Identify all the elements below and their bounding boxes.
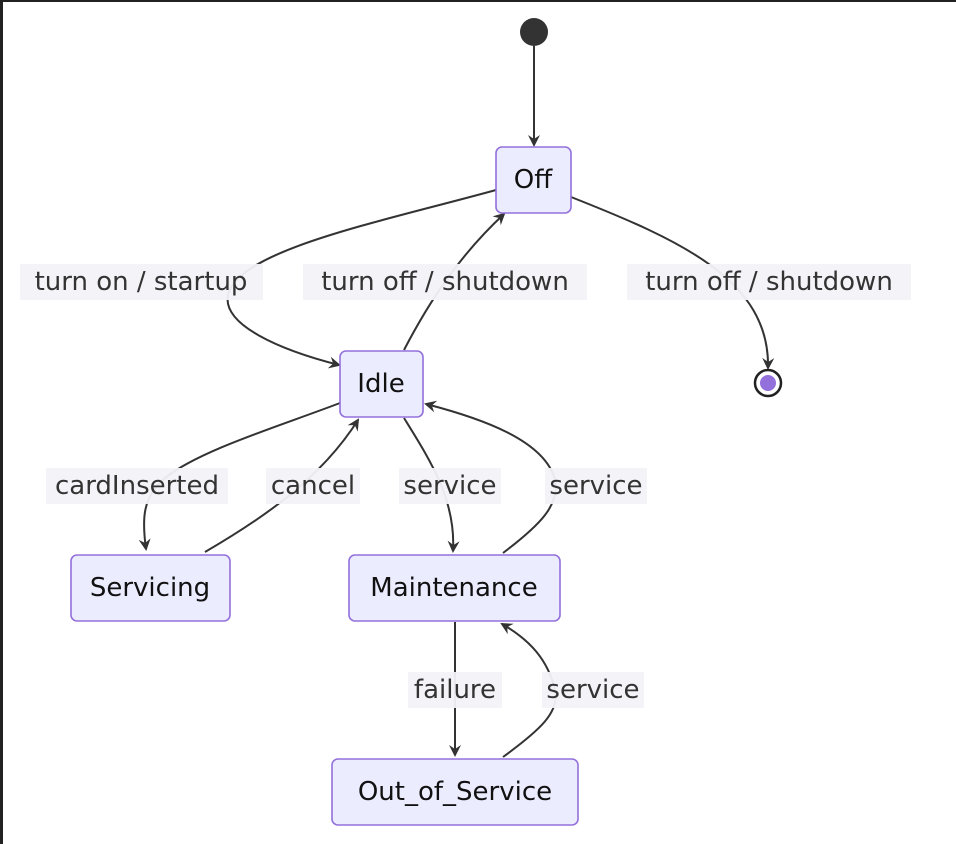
svg-text:Idle: Idle (357, 369, 404, 399)
edge-label-idle-to-off: turn off / shutdown (303, 264, 587, 300)
end-node (753, 368, 783, 398)
edges (138, 46, 775, 758)
frame-left-border (0, 0, 3, 844)
edge-label-maintenance-to-out: failure (408, 672, 502, 708)
edge-label-idle-to-servicing: cardInserted (46, 468, 228, 504)
svg-text:service: service (546, 675, 639, 705)
edge-label-maintenance-to-idle: service (545, 468, 647, 504)
svg-text:Off: Off (514, 165, 553, 195)
svg-text:failure: failure (414, 675, 496, 705)
state-out-of-service: Out_of_Service (331, 758, 579, 826)
svg-text:cancel: cancel (271, 471, 355, 501)
svg-text:Out_of_Service: Out_of_Service (358, 777, 552, 807)
edge-label-off-to-end: turn off / shutdown (627, 264, 911, 300)
svg-text:turn on / startup: turn on / startup (35, 267, 248, 297)
svg-text:turn off / shutdown: turn off / shutdown (321, 267, 569, 297)
edge-label-out-to-maintenance: service (542, 672, 644, 708)
state-servicing: Servicing (70, 554, 231, 622)
svg-text:cardInserted: cardInserted (55, 471, 219, 501)
state-maintenance: Maintenance (348, 554, 561, 622)
frame-top-border (0, 0, 956, 2)
edge-labels: turn on / startup turn off / shutdown tu… (20, 264, 911, 708)
svg-text:service: service (403, 471, 496, 501)
svg-text:turn off / shutdown: turn off / shutdown (645, 267, 893, 297)
edge-label-servicing-to-idle: cancel (266, 468, 360, 504)
svg-text:service: service (549, 471, 642, 501)
svg-text:Servicing: Servicing (90, 573, 210, 603)
edge-label-idle-to-maintenance: service (399, 468, 501, 504)
svg-text:Maintenance: Maintenance (370, 573, 537, 603)
start-node (520, 18, 548, 46)
edge-label-off-to-idle: turn on / startup (20, 264, 263, 300)
state-off: Off (495, 146, 572, 214)
state-idle: Idle (339, 350, 424, 418)
